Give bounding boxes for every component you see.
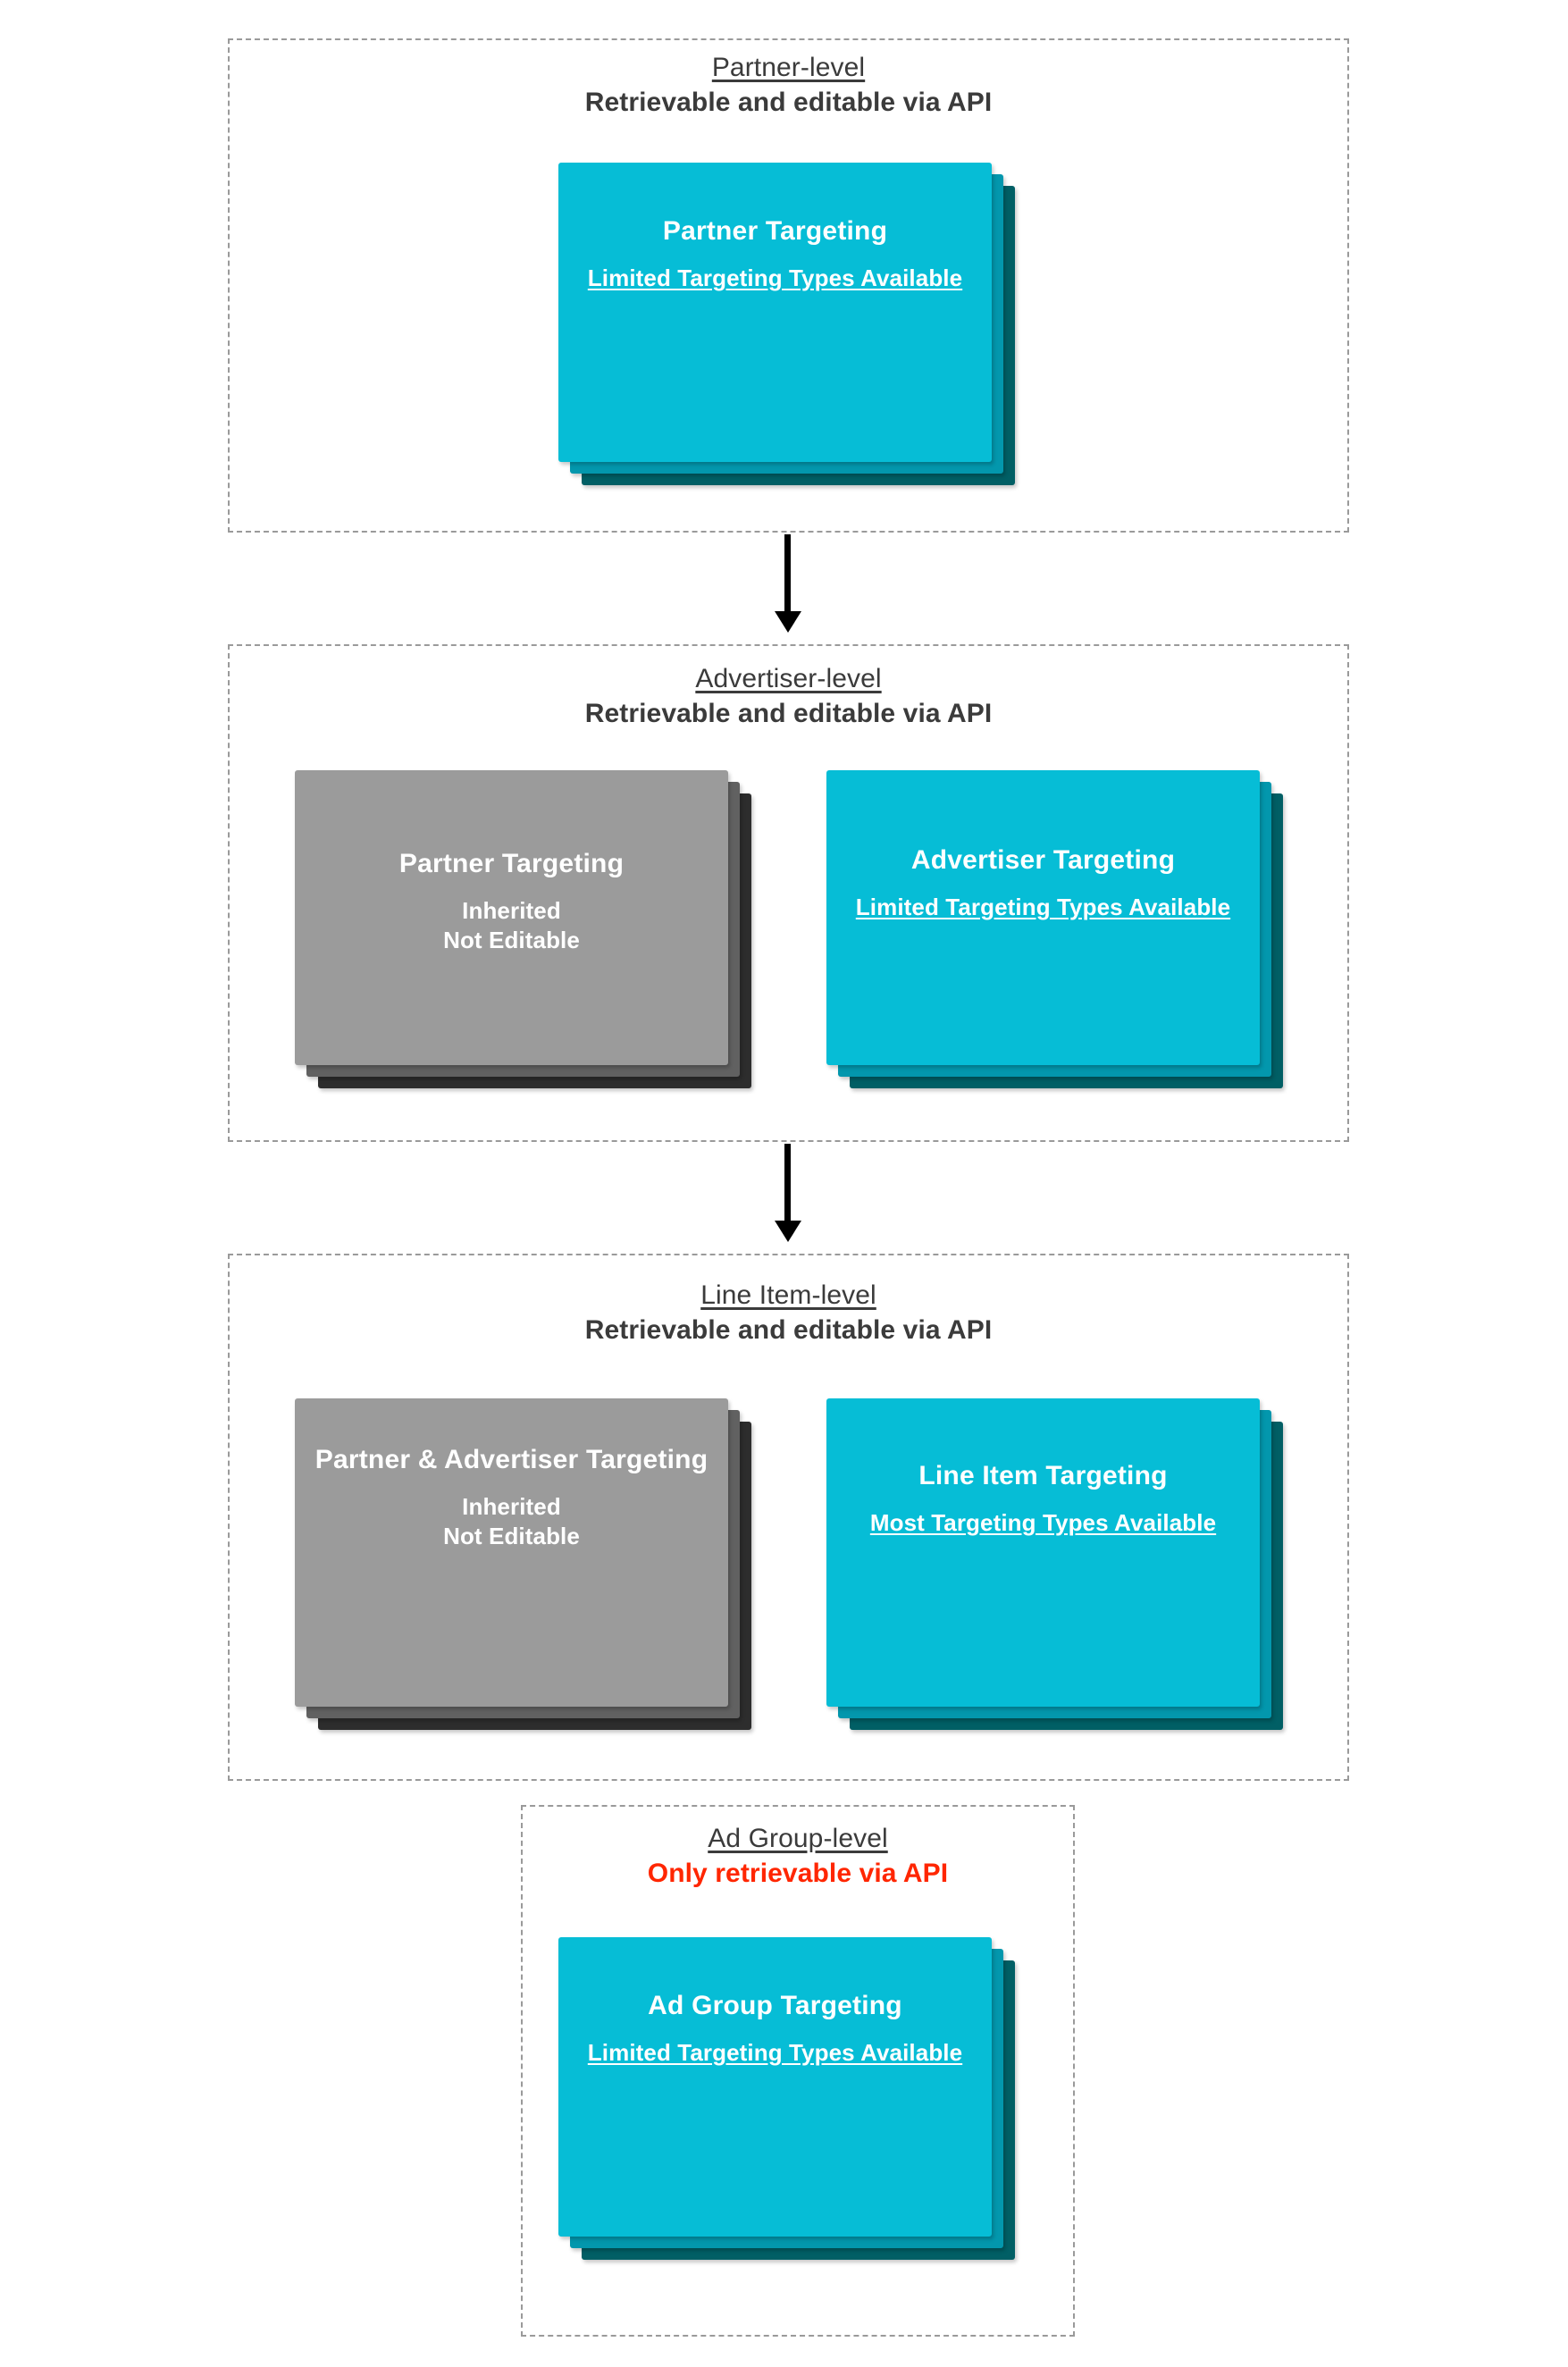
card-partner-targeting[interactable]: Partner Targeting Limited Targeting Type… (558, 163, 1015, 485)
card-content: Advertiser Targeting Limited Targeting T… (826, 770, 1260, 1065)
card-adgroup-targeting[interactable]: Ad Group Targeting Limited Targeting Typ… (558, 1937, 1015, 2260)
card-subtitle: Limited Targeting Types Available (855, 894, 1231, 921)
card-content: Ad Group Targeting Limited Targeting Typ… (558, 1937, 992, 2237)
card-layer-front (826, 1398, 1260, 1707)
level-container-advertiser (228, 644, 1349, 1142)
level-api-note-advertiser: Retrievable and editable via API (584, 699, 993, 729)
level-title-adgroup: Ad Group-level (708, 1824, 888, 1853)
card-lineitem-inherited[interactable]: Partner & Advertiser Targeting Inherited… (295, 1398, 751, 1730)
card-content: Partner Targeting Limited Targeting Type… (558, 163, 992, 462)
level-heading-lineitem: Line Item-level Retrievable and editable… (228, 1280, 1349, 1347)
card-subtitle: Inherited Not Editable (443, 897, 580, 954)
connector-arrow-partner-to-advertiser (784, 534, 791, 613)
card-title: Partner Targeting (662, 216, 888, 246)
card-subtitle: Limited Targeting Types Available (587, 2039, 963, 2067)
card-subtitle: Inherited Not Editable (443, 1493, 580, 1550)
card-layer-front (295, 770, 728, 1065)
card-lineitem-targeting[interactable]: Line Item Targeting Most Targeting Types… (826, 1398, 1283, 1730)
level-api-note-lineitem: Retrievable and editable via API (584, 1315, 993, 1346)
card-layer-front (558, 163, 992, 462)
card-layer-front (558, 1937, 992, 2237)
card-title: Line Item Targeting (918, 1461, 1168, 1490)
connector-arrow-advertiser-to-lineitem (784, 1144, 791, 1222)
level-container-lineitem (228, 1254, 1349, 1781)
card-layer-front (826, 770, 1260, 1065)
card-advertiser-targeting[interactable]: Advertiser Targeting Limited Targeting T… (826, 770, 1283, 1088)
card-advertiser-inherited-partner[interactable]: Partner Targeting Inherited Not Editable (295, 770, 751, 1088)
level-container-adgroup (521, 1805, 1075, 2337)
card-content: Partner & Advertiser Targeting Inherited… (295, 1398, 728, 1707)
level-title-advertiser: Advertiser-level (695, 664, 882, 693)
level-title-partner: Partner-level (711, 53, 866, 82)
level-title-lineitem: Line Item-level (700, 1280, 876, 1310)
level-heading-adgroup: Ad Group-level Only retrievable via API (521, 1823, 1075, 1890)
level-heading-advertiser: Advertiser-level Retrievable and editabl… (228, 663, 1349, 730)
level-container-partner (228, 38, 1349, 533)
card-content: Line Item Targeting Most Targeting Types… (826, 1398, 1260, 1707)
card-title: Partner & Advertiser Targeting (314, 1445, 709, 1474)
card-content: Partner Targeting Inherited Not Editable (295, 770, 728, 1065)
level-heading-partner: Partner-level Retrievable and editable v… (228, 52, 1349, 119)
level-api-note-adgroup: Only retrievable via API (647, 1859, 949, 1889)
card-subtitle: Most Targeting Types Available (869, 1509, 1217, 1537)
level-api-note-partner: Retrievable and editable via API (584, 88, 993, 118)
card-title: Ad Group Targeting (648, 1991, 902, 2020)
card-title: Partner Targeting (398, 849, 625, 878)
card-subtitle: Limited Targeting Types Available (587, 264, 963, 292)
card-title: Advertiser Targeting (910, 845, 1176, 875)
card-layer-front (295, 1398, 728, 1707)
